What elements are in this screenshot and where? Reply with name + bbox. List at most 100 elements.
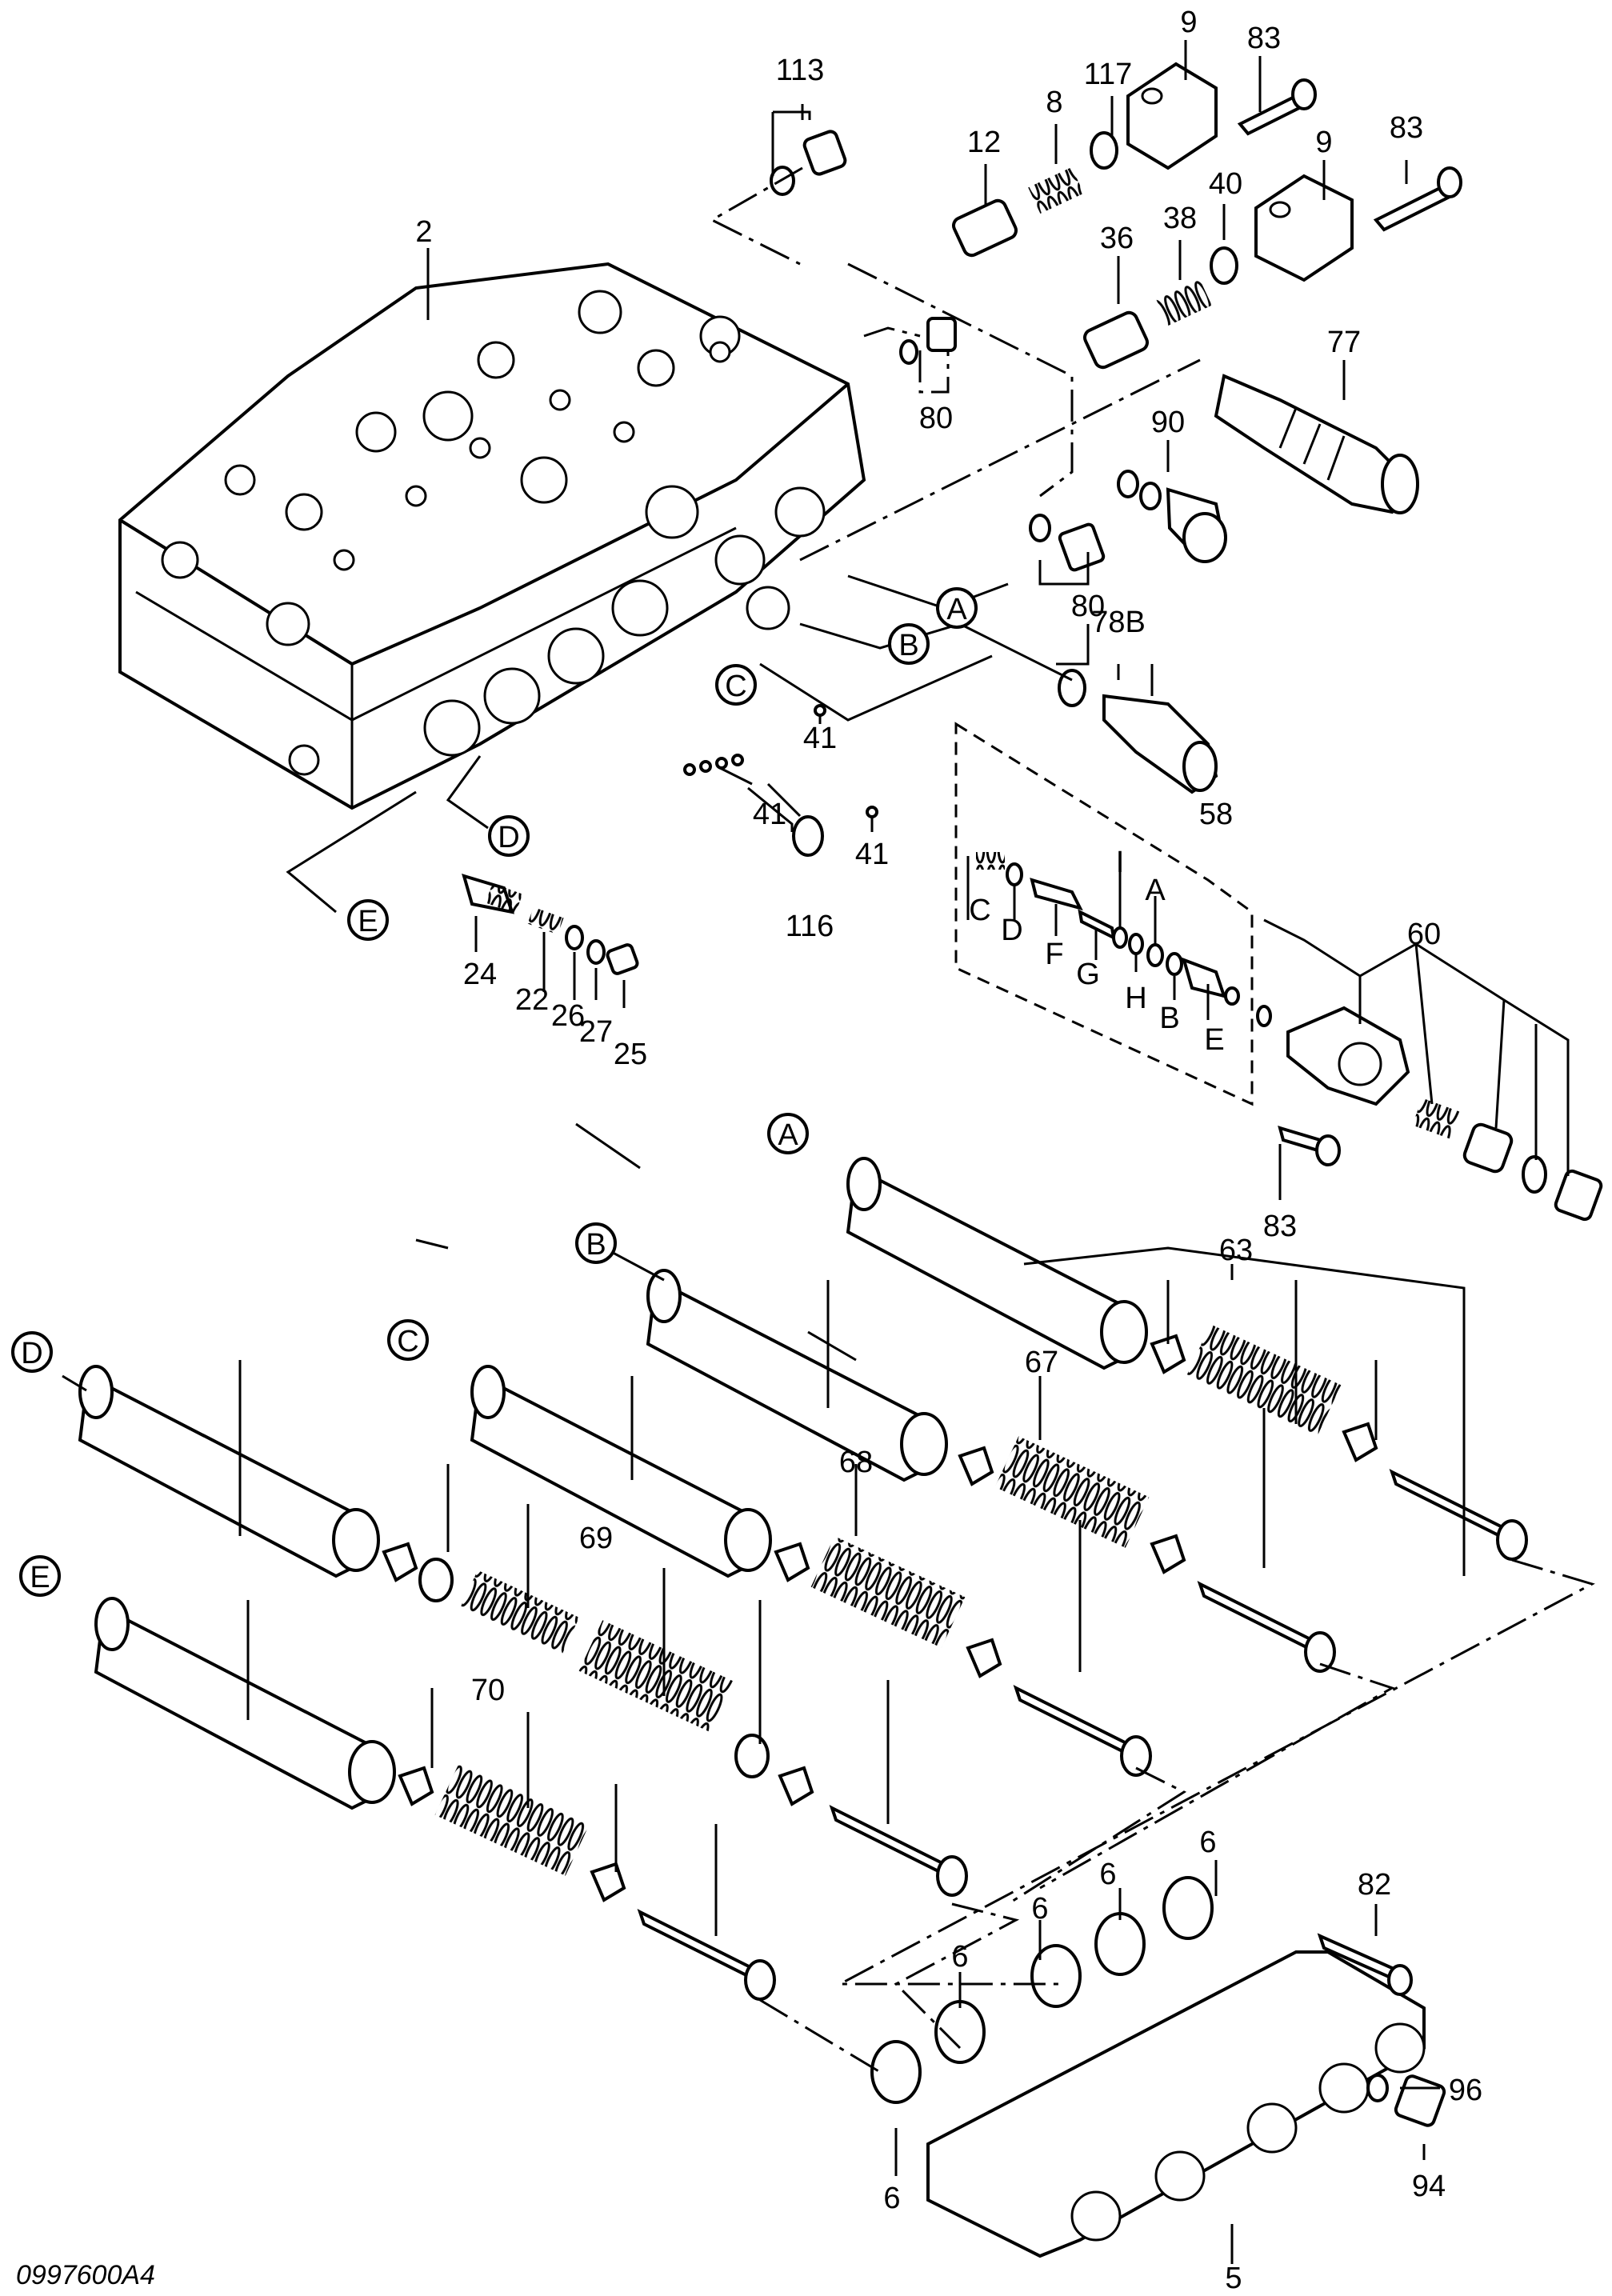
label-26: 26 bbox=[551, 999, 585, 1033]
circled-C-top: C bbox=[725, 670, 746, 703]
label-60: 60 bbox=[1407, 918, 1441, 951]
relief-valve-77 bbox=[1214, 374, 1419, 514]
circled-B-top: B bbox=[898, 629, 918, 662]
label-12: 12 bbox=[967, 126, 1001, 159]
label-58: 58 bbox=[1199, 798, 1233, 831]
circled-D-spool: D bbox=[21, 1337, 42, 1370]
label-6-a: 6 bbox=[1199, 1826, 1216, 1859]
label-69: 69 bbox=[579, 1522, 613, 1555]
spool-E bbox=[94, 1597, 396, 1810]
oring-117 bbox=[1090, 131, 1118, 170]
label-82: 82 bbox=[1358, 1868, 1391, 1902]
label-41-upper: 41 bbox=[803, 722, 837, 755]
label-83-lower: 83 bbox=[1390, 111, 1423, 145]
label-94: 94 bbox=[1412, 2170, 1446, 2203]
letter-D: D bbox=[1001, 914, 1022, 947]
letter-C: C bbox=[969, 894, 990, 927]
spool-C bbox=[470, 1365, 772, 1578]
spring-set-67 bbox=[958, 1436, 1336, 1673]
plug-80-lower bbox=[1029, 514, 1106, 572]
label-70: 70 bbox=[471, 1674, 505, 1707]
circled-C-spool: C bbox=[397, 1325, 418, 1358]
label-83-mid: 83 bbox=[1263, 1210, 1297, 1243]
label-78B: 78B bbox=[1091, 606, 1146, 639]
housing-60 bbox=[1256, 1005, 1603, 1222]
label-80-upper: 80 bbox=[919, 402, 953, 435]
cover-5 bbox=[926, 1950, 1426, 2258]
letter-I: I bbox=[1116, 846, 1125, 879]
label-27: 27 bbox=[579, 1015, 613, 1049]
letter-H: H bbox=[1125, 982, 1146, 1015]
label-41-lower: 41 bbox=[855, 838, 889, 871]
orings-6 bbox=[870, 1876, 1214, 2104]
bolt-83-lower bbox=[1373, 186, 1451, 232]
assembly-58-parts bbox=[976, 852, 1240, 1006]
letter-B: B bbox=[1159, 1002, 1179, 1035]
label-63: 63 bbox=[1219, 1234, 1253, 1267]
label-9-upper: 9 bbox=[1180, 6, 1197, 39]
spring-set-68 bbox=[774, 1536, 1152, 1777]
label-117: 117 bbox=[1084, 58, 1133, 91]
drawing-code: 0997600A4 bbox=[16, 2260, 155, 2290]
label-22: 22 bbox=[515, 983, 549, 1017]
label-6-d: 6 bbox=[951, 1940, 968, 1974]
label-6-b: 6 bbox=[1099, 1858, 1116, 1891]
label-6-c: 6 bbox=[1031, 1892, 1048, 1926]
oring-96 bbox=[1366, 2074, 1389, 2102]
label-2: 2 bbox=[415, 215, 432, 249]
circled-B-spool: B bbox=[586, 1228, 606, 1262]
label-77: 77 bbox=[1327, 326, 1361, 359]
letter-F: F bbox=[1045, 938, 1063, 971]
part-labels: 2 113 12 8 117 9 83 9 83 36 38 40 80 77 … bbox=[415, 6, 1482, 2295]
label-41-mid: 41 bbox=[753, 798, 786, 831]
valve-78B bbox=[1058, 669, 1218, 794]
circled-E-spool: E bbox=[30, 1561, 50, 1594]
spring-set-63 bbox=[1150, 1324, 1528, 1561]
label-38: 38 bbox=[1163, 202, 1197, 235]
letter-A: A bbox=[1145, 874, 1166, 907]
circled-E-top: E bbox=[358, 905, 378, 938]
label-116: 116 bbox=[786, 910, 834, 943]
label-83-upper: 83 bbox=[1247, 22, 1281, 55]
circled-D-top: D bbox=[498, 821, 519, 854]
label-24: 24 bbox=[463, 958, 497, 991]
circled-A-spool: A bbox=[778, 1118, 798, 1152]
label-90: 90 bbox=[1151, 406, 1185, 439]
valve-body bbox=[118, 262, 866, 810]
label-67: 67 bbox=[1025, 1346, 1058, 1379]
label-40: 40 bbox=[1209, 167, 1242, 201]
label-6-e: 6 bbox=[883, 2182, 900, 2215]
spool-D bbox=[78, 1365, 380, 1578]
spring-set-69 bbox=[382, 1542, 968, 1897]
oring-116 bbox=[792, 815, 824, 857]
label-36: 36 bbox=[1100, 222, 1134, 255]
spool-B bbox=[646, 1269, 948, 1482]
small-parts-left bbox=[462, 874, 639, 975]
piston-12 bbox=[952, 198, 1018, 258]
label-8: 8 bbox=[1046, 86, 1062, 119]
label-80-lower: 80 bbox=[1071, 590, 1105, 623]
plug-80-upper bbox=[899, 317, 957, 365]
label-96: 96 bbox=[1449, 2074, 1482, 2107]
circled-A-top: A bbox=[946, 593, 967, 626]
label-9-lower: 9 bbox=[1315, 126, 1332, 159]
assembly-letter-labels: C D F G I A H B E bbox=[969, 846, 1224, 1057]
label-5: 5 bbox=[1225, 2262, 1242, 2295]
plug-90 bbox=[1117, 470, 1227, 563]
cover-9-lower bbox=[1254, 174, 1354, 282]
letter-E: E bbox=[1204, 1023, 1224, 1057]
oring-40 bbox=[1210, 246, 1238, 285]
cover-9-upper bbox=[1126, 62, 1218, 170]
circled-refs: A B C D E A B C D E bbox=[11, 587, 978, 1597]
plug-94 bbox=[1394, 2074, 1446, 2127]
plug-113 bbox=[770, 110, 847, 196]
spring-8 bbox=[1028, 167, 1084, 214]
label-25: 25 bbox=[614, 1038, 647, 1071]
letter-G: G bbox=[1076, 958, 1100, 991]
leader-lines bbox=[62, 40, 1595, 2264]
spring-38 bbox=[1156, 279, 1212, 326]
label-68: 68 bbox=[839, 1446, 873, 1479]
spring-set-70 bbox=[398, 1764, 776, 2001]
assembly-58-box bbox=[954, 722, 1254, 1106]
